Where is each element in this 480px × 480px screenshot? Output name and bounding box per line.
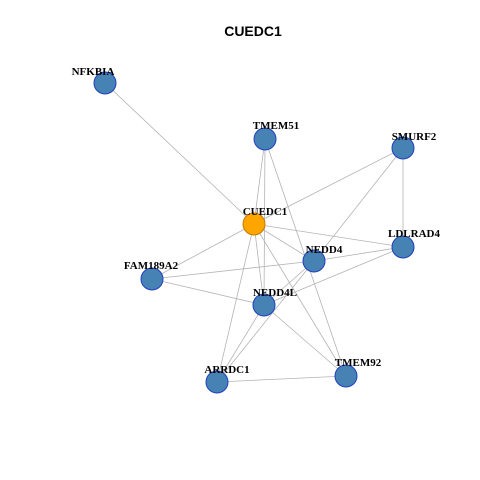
node-label-nedd4: NEDD4 bbox=[306, 244, 343, 256]
edge-ldlrad4-nedd4 bbox=[313, 246, 404, 262]
node-tmem51[interactable]: TMEM51 bbox=[253, 120, 299, 151]
edge-cuedc1-tmem92 bbox=[253, 223, 347, 377]
edge-layer bbox=[104, 82, 404, 383]
node-fam189a2[interactable]: FAM189A2 bbox=[124, 260, 179, 291]
node-label-smurf2: SMURF2 bbox=[392, 131, 437, 143]
edge-cuedc1-nedd4 bbox=[253, 223, 315, 262]
node-nedd4l[interactable]: NEDD4L bbox=[252, 287, 297, 317]
node-circle-nedd4l[interactable] bbox=[252, 293, 276, 317]
edge-cuedc1-fam189a2 bbox=[151, 223, 255, 280]
edge-nfkbia-cuedc1 bbox=[104, 82, 255, 225]
node-circle-nedd4[interactable] bbox=[302, 249, 326, 273]
node-label-ldlrad4: LDLRAD4 bbox=[388, 228, 440, 240]
edge-ldlrad4-nedd4l bbox=[263, 246, 404, 306]
node-label-cuedc1: CUEDC1 bbox=[243, 206, 288, 218]
edge-nedd4-arrdc1 bbox=[216, 260, 315, 383]
edge-cuedc1-nedd4l bbox=[253, 223, 265, 306]
node-label-arrdc1: ARRDC1 bbox=[204, 364, 249, 376]
edge-arrdc1-tmem92 bbox=[216, 375, 347, 383]
node-circle-smurf2[interactable] bbox=[391, 136, 415, 160]
node-tmem92[interactable]: TMEM92 bbox=[334, 357, 382, 388]
node-layer: NFKBIA TMEM51SMURF2CUEDC1LDLRAD4NEDD4FAM1… bbox=[72, 66, 440, 394]
edge-nedd4l-arrdc1 bbox=[216, 304, 265, 383]
edge-cuedc1-ldlrad4 bbox=[253, 223, 404, 248]
node-label-tmem51: TMEM51 bbox=[253, 120, 299, 132]
node-cuedc1[interactable]: CUEDC1 bbox=[242, 206, 288, 236]
edge-smurf2-cuedc1 bbox=[253, 147, 404, 225]
node-circle-arrdc1[interactable] bbox=[205, 370, 229, 394]
edge-fam189a2-nedd4 bbox=[151, 260, 315, 280]
node-circle-ldlrad4[interactable] bbox=[391, 235, 415, 259]
node-circle-tmem92[interactable] bbox=[334, 364, 358, 388]
node-circle-tmem51[interactable] bbox=[253, 127, 277, 151]
node-label-tmem92: TMEM92 bbox=[335, 357, 382, 369]
node-circle-cuedc1[interactable] bbox=[242, 212, 266, 236]
node-smurf2[interactable]: SMURF2 bbox=[391, 131, 437, 160]
node-label-nfkbia: NFKBIA bbox=[72, 66, 115, 78]
node-nfkbia[interactable]: NFKBIA bbox=[72, 66, 117, 95]
node-circle-fam189a2[interactable] bbox=[140, 267, 164, 291]
node-ldlrad4[interactable]: LDLRAD4 bbox=[388, 228, 440, 259]
diagram-title: CUEDC1 bbox=[224, 23, 282, 39]
edge-smurf2-nedd4 bbox=[313, 147, 404, 262]
edge-nedd4l-tmem92 bbox=[263, 304, 347, 377]
node-label-fam189a2: FAM189A2 bbox=[124, 260, 179, 272]
edge-tmem51-cuedc1 bbox=[253, 138, 266, 225]
edge-cuedc1-arrdc1 bbox=[216, 223, 255, 383]
node-label-nedd4l: NEDD4L bbox=[253, 287, 297, 299]
edge-fam189a2-nedd4l bbox=[151, 278, 265, 306]
node-arrdc1[interactable]: ARRDC1 bbox=[204, 364, 250, 394]
node-circle-nfkbia[interactable] bbox=[93, 71, 117, 95]
node-nedd4[interactable]: NEDD4 bbox=[302, 244, 343, 273]
